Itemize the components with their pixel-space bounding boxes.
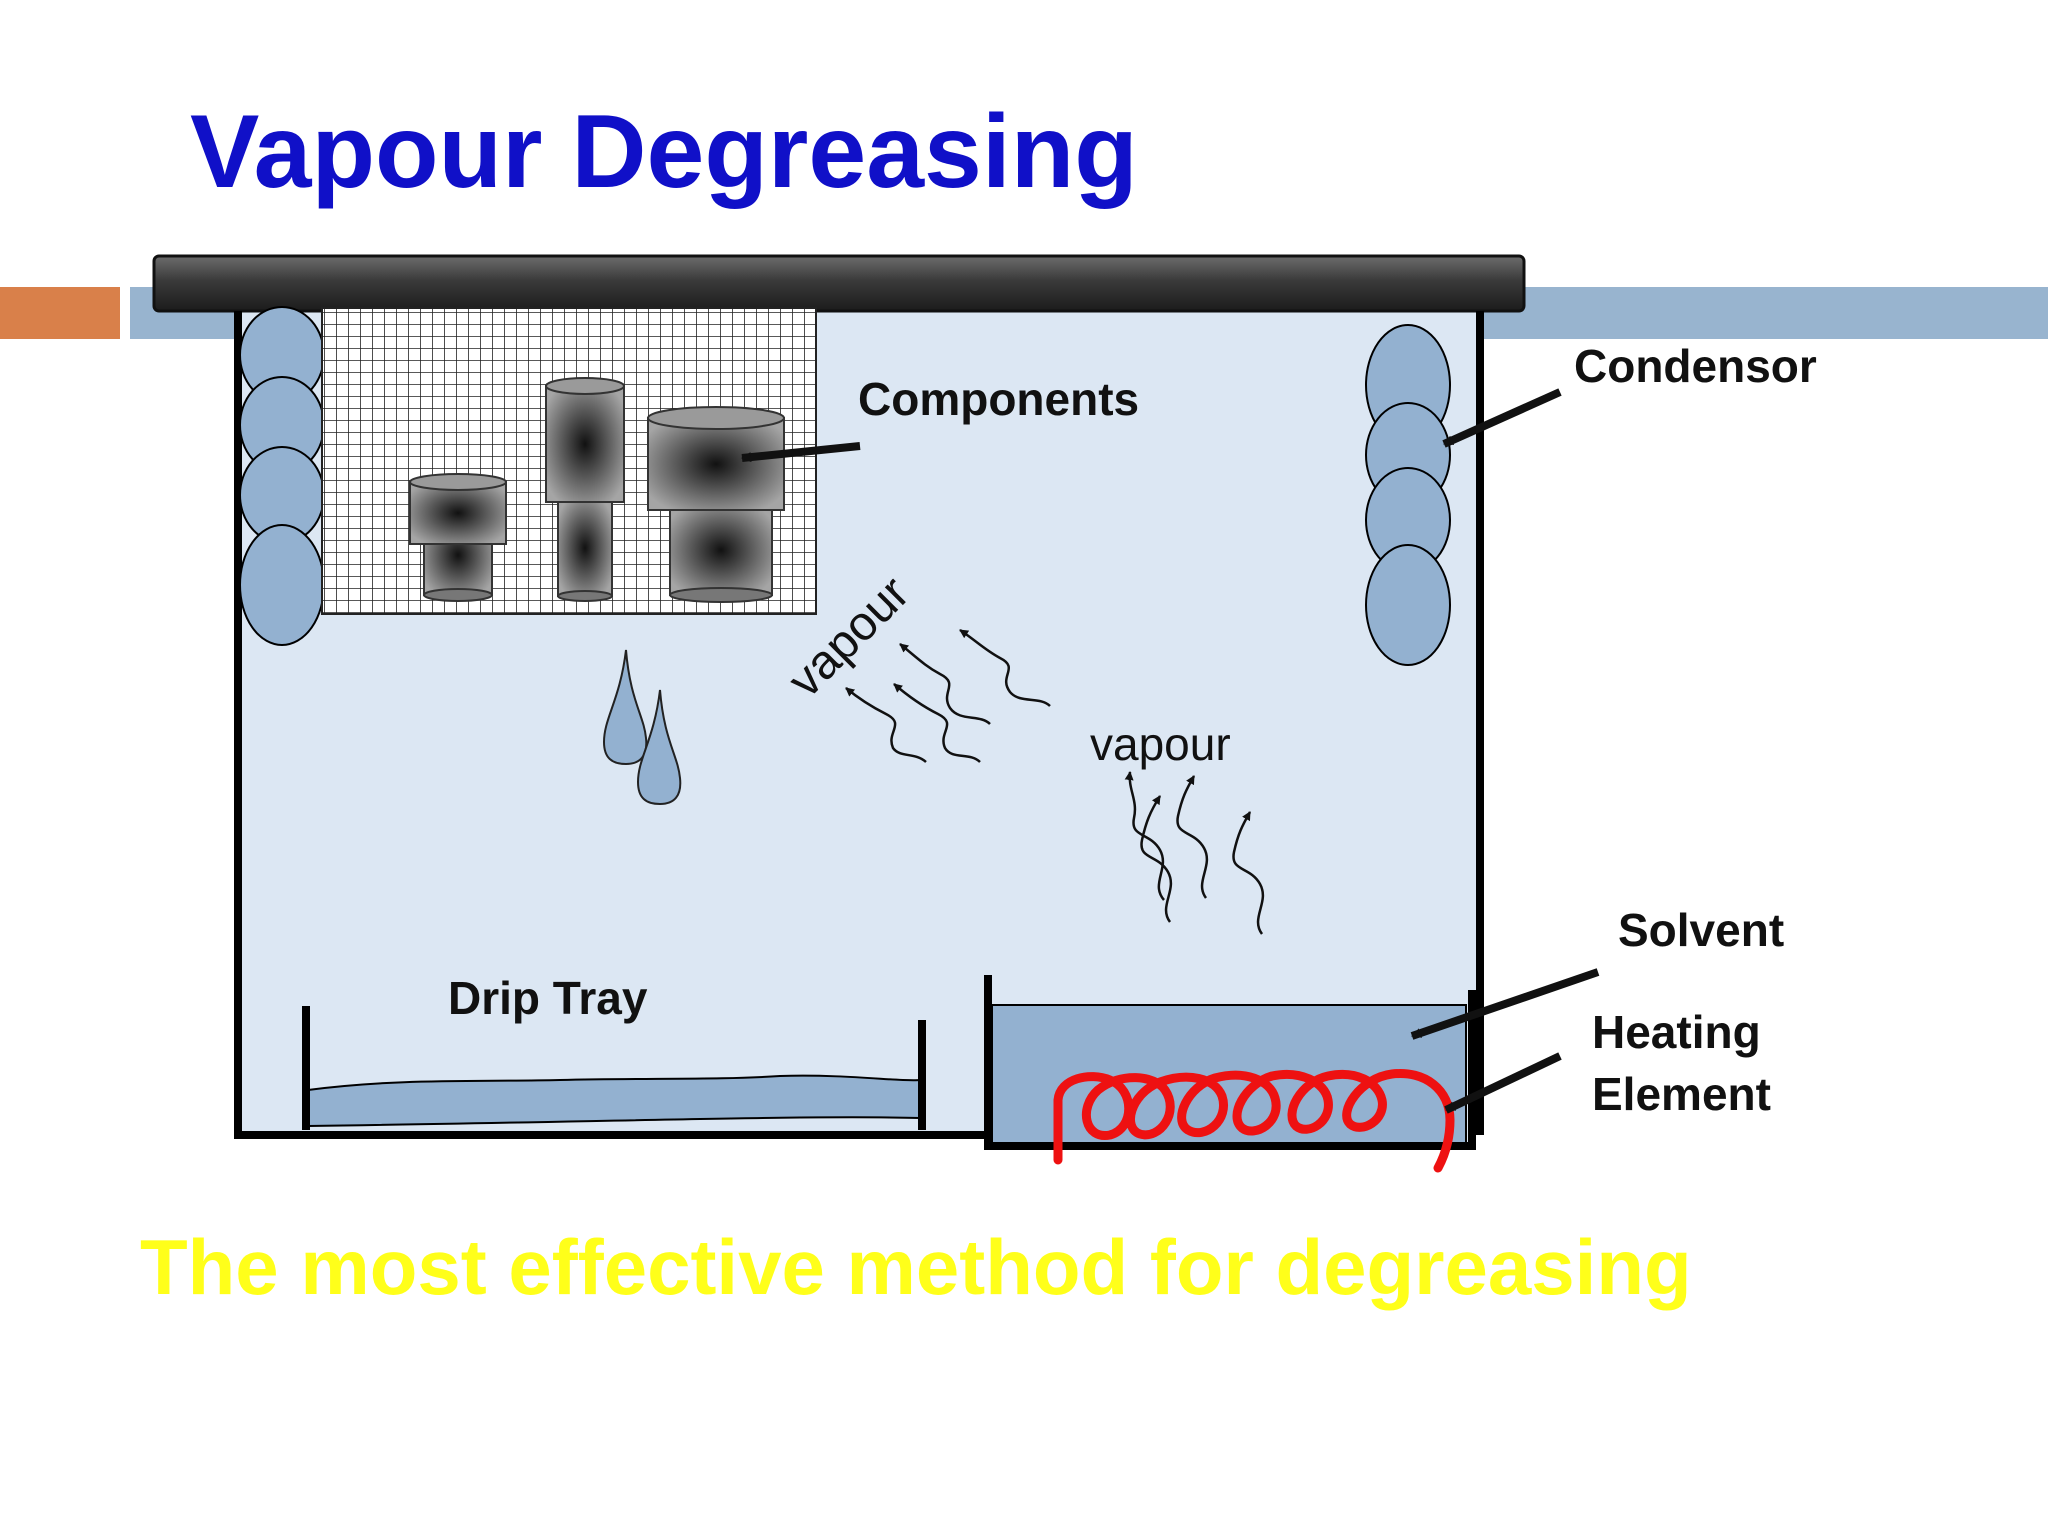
accent-bar-orange [0,287,120,339]
components-label: Components [858,373,1139,425]
chamber-walls [234,311,1484,1139]
condensor-label: Condensor [1574,340,1817,392]
condensor-arrow [1442,388,1562,448]
chamber-lid [152,254,1526,313]
slide-title: Vapour Degreasing [190,94,1138,210]
heating-coil [1053,1069,1455,1173]
vapour-arrows-lower [1124,771,1265,935]
condenser-coils-right [1365,324,1451,666]
components [409,377,785,603]
solvent-arrow [1410,968,1600,1040]
solvent-droplets [602,649,682,806]
heating-element-arrow [1444,1052,1562,1114]
solvent-label: Solvent [1618,904,1784,956]
vapour-arrows-upper [845,628,1051,763]
vapour-label: vapour [1090,718,1231,770]
components-arrow [741,442,861,463]
heating-element-label-line2: Element [1592,1068,1771,1120]
solvent-tank [984,975,1476,1150]
slide-caption: The most effective method for degreasing [140,1223,1692,1311]
condenser-coils-left [239,306,325,646]
drip-tray-label: Drip Tray [448,972,648,1024]
heating-element-label-line1: Heating [1592,1006,1761,1058]
label-arrows [741,388,1600,1114]
drip-tray-liquid [307,1074,921,1128]
